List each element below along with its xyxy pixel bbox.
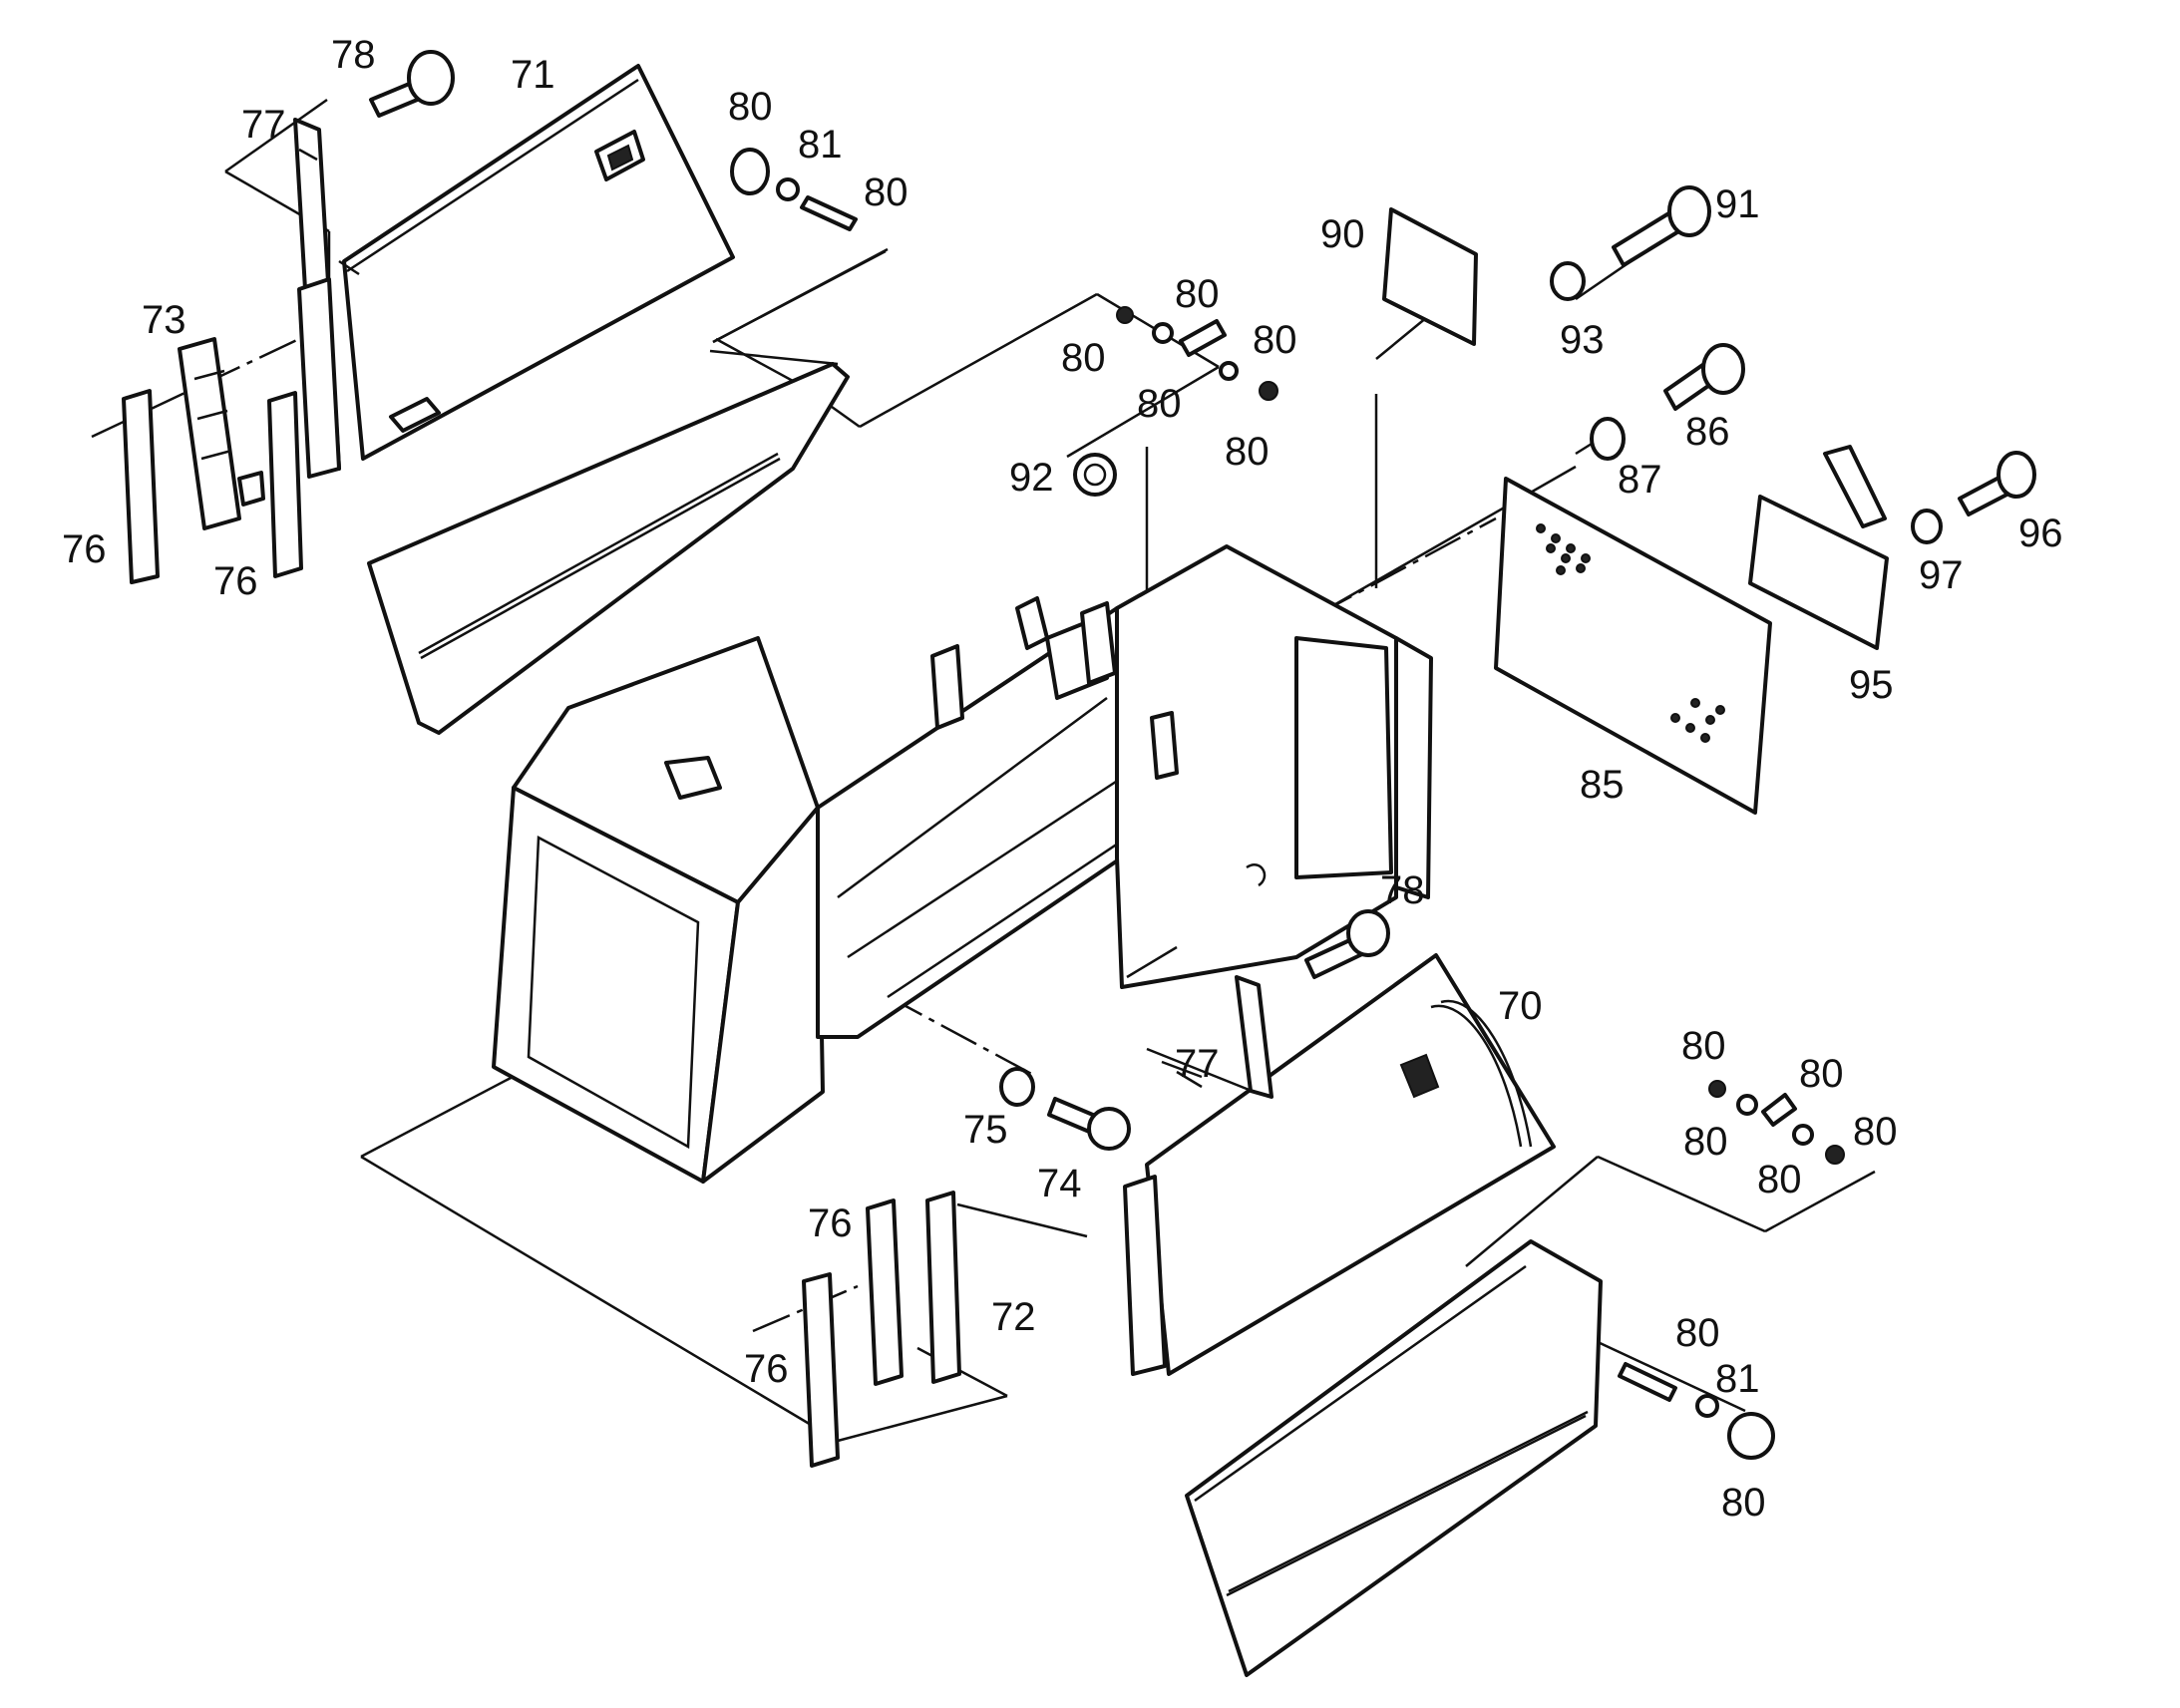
part-labels: 78 71 77 80 81 80 73 76 76 80 80 80 80 8… bbox=[62, 33, 2063, 1525]
part-78-upper-bolt bbox=[369, 50, 455, 118]
part-90-plate bbox=[1382, 207, 1478, 346]
label-80-d: 80 bbox=[1253, 318, 1297, 362]
label-80-k: 80 bbox=[1853, 1110, 1898, 1154]
label-90: 90 bbox=[1320, 212, 1365, 256]
label-75: 75 bbox=[963, 1108, 1008, 1152]
label-80-n: 80 bbox=[1721, 1481, 1766, 1525]
label-96: 96 bbox=[2018, 512, 2063, 555]
label-80-f: 80 bbox=[1137, 382, 1182, 426]
part-95-handle-plate bbox=[1748, 445, 1889, 650]
label-81-upper: 81 bbox=[798, 123, 843, 167]
label-97: 97 bbox=[1919, 553, 1964, 597]
label-76-d: 76 bbox=[744, 1347, 789, 1391]
part-80-middle-fasteners bbox=[1116, 306, 1278, 401]
part-96-bolt bbox=[1911, 451, 2036, 544]
label-92: 92 bbox=[1009, 456, 1054, 500]
label-76-a: 76 bbox=[62, 527, 107, 571]
label-74: 74 bbox=[1037, 1162, 1082, 1205]
label-87: 87 bbox=[1618, 458, 1662, 502]
part-78-lower-bolt bbox=[1304, 909, 1390, 979]
main-frame bbox=[492, 544, 1433, 1184]
part-72-hinge-assembly bbox=[802, 1175, 1167, 1468]
label-71: 71 bbox=[511, 53, 555, 97]
label-80-a: 80 bbox=[728, 85, 773, 129]
label-72: 72 bbox=[991, 1295, 1036, 1339]
upper-side-panel bbox=[367, 349, 850, 735]
label-95: 95 bbox=[1849, 663, 1894, 707]
part-86-bolt bbox=[1590, 343, 1745, 461]
part-73-hinge-assembly bbox=[122, 277, 341, 584]
label-77-upper: 77 bbox=[241, 103, 286, 147]
label-76-b: 76 bbox=[213, 559, 258, 603]
label-80-g: 80 bbox=[1225, 430, 1270, 474]
part-74-bolt bbox=[1047, 1097, 1131, 1151]
label-80-m: 80 bbox=[1675, 1311, 1720, 1355]
part-75-washer bbox=[999, 1067, 1035, 1107]
label-85: 85 bbox=[1580, 763, 1625, 807]
label-81-lower: 81 bbox=[1715, 1357, 1760, 1401]
label-77-lower: 77 bbox=[1175, 1042, 1220, 1086]
label-80-h: 80 bbox=[1681, 1024, 1726, 1068]
part-77-lower-bracket bbox=[1235, 975, 1273, 1099]
perforation-top bbox=[1536, 523, 1591, 575]
label-91: 91 bbox=[1715, 182, 1760, 226]
part-80-right-fasteners bbox=[1708, 1080, 1845, 1165]
part-91-bolt bbox=[1550, 185, 1711, 301]
label-80-i: 80 bbox=[1799, 1052, 1844, 1096]
label-86: 86 bbox=[1685, 410, 1730, 454]
perforation-bottom bbox=[1670, 698, 1725, 743]
label-80-e: 80 bbox=[1061, 336, 1106, 380]
part-80-81-upper-fasteners bbox=[730, 148, 858, 231]
lower-side-panel bbox=[1185, 1239, 1603, 1677]
label-70: 70 bbox=[1498, 984, 1543, 1028]
label-93: 93 bbox=[1560, 318, 1605, 362]
label-76-c: 76 bbox=[808, 1201, 853, 1245]
label-80-j: 80 bbox=[1683, 1120, 1728, 1164]
label-80-l: 80 bbox=[1757, 1158, 1802, 1201]
label-78-upper: 78 bbox=[331, 33, 376, 77]
label-80-b: 80 bbox=[864, 171, 908, 214]
part-92-nut bbox=[1073, 453, 1117, 497]
label-78-lower: 78 bbox=[1380, 868, 1425, 912]
part-80-81-lower-fasteners bbox=[1618, 1362, 1775, 1460]
label-80-c: 80 bbox=[1175, 272, 1220, 316]
part-85-perforated-panel bbox=[1494, 477, 1772, 815]
label-73: 73 bbox=[142, 298, 186, 342]
part-71-upper-panel bbox=[342, 64, 735, 461]
